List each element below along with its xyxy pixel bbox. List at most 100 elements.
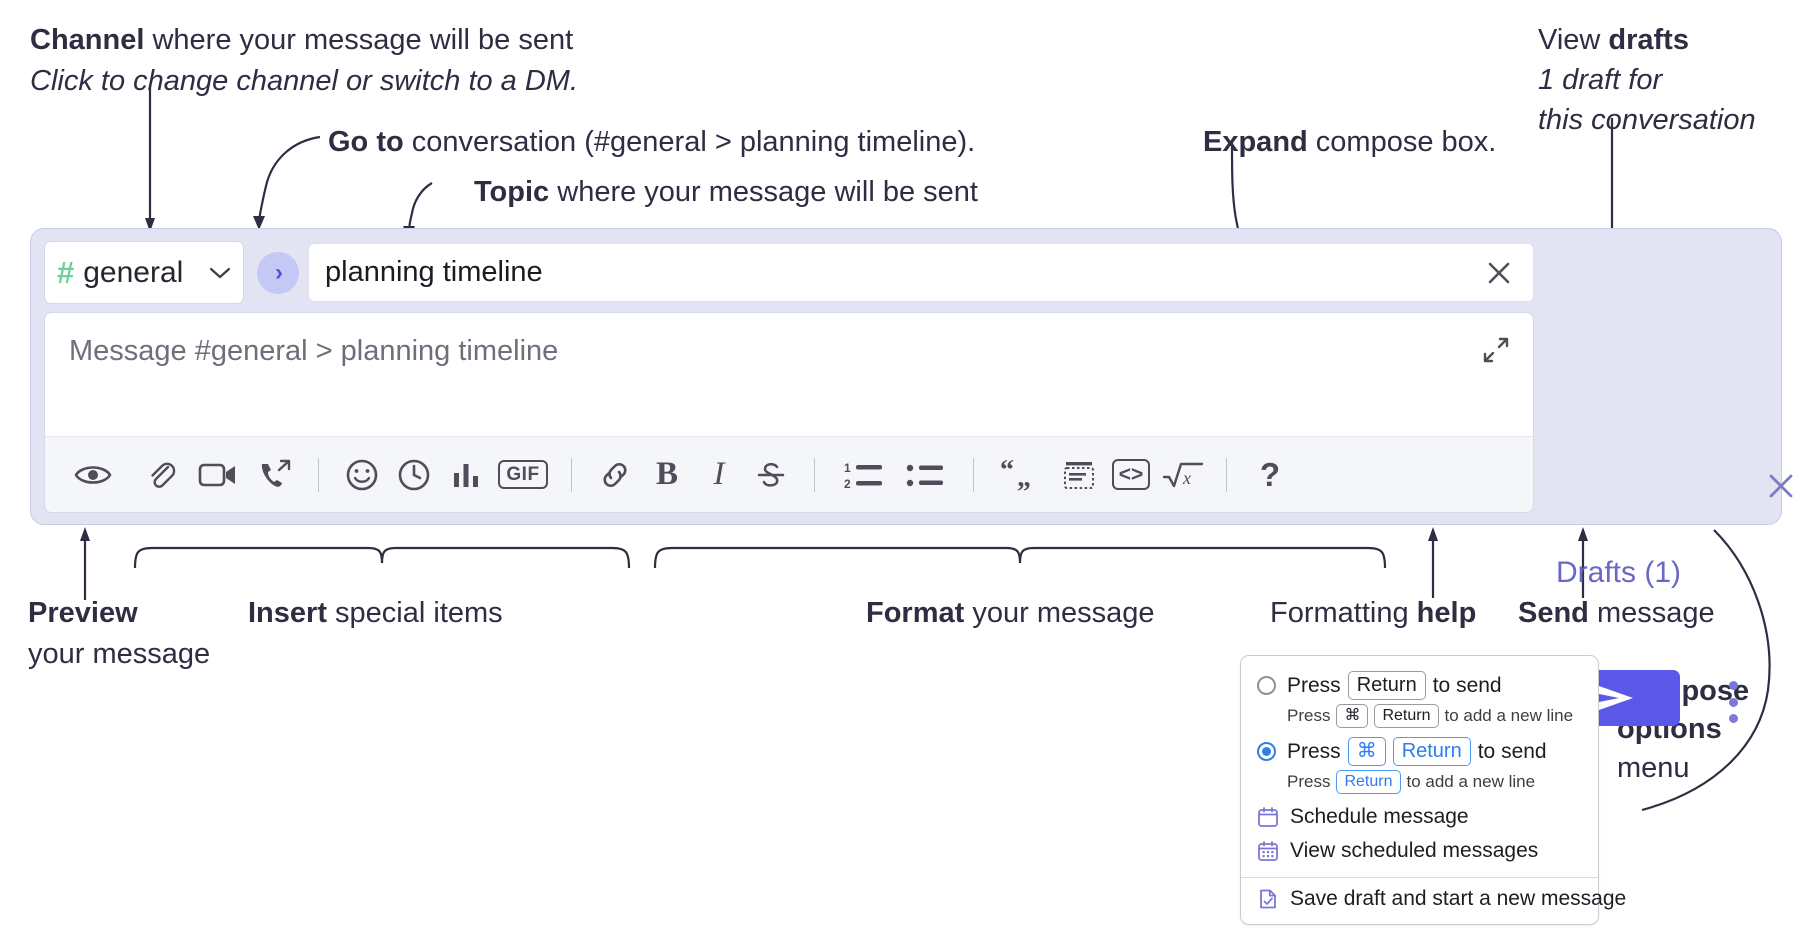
- toolbar-divider: [814, 457, 815, 492]
- kebab-dot: [1728, 714, 1738, 723]
- ordered-list-icon[interactable]: 1 2: [832, 449, 894, 501]
- goto-conversation-button[interactable]: ›: [257, 251, 299, 294]
- annotation-goto-bold: Go to: [328, 126, 404, 158]
- menu-divider: [1241, 877, 1598, 878]
- annotation-format: Format your message: [866, 595, 1155, 632]
- svg-text:1: 1: [844, 461, 851, 475]
- annotation-channel-italic: Click to change channel or switch to a D…: [30, 65, 579, 98]
- strikethrough-icon[interactable]: [745, 449, 797, 501]
- annotation-drafts-line2: 1 draft for: [1538, 64, 1663, 97]
- option-text: to send: [1432, 673, 1502, 697]
- key-command: ⌘: [1336, 704, 1369, 728]
- kebab-dot: [1728, 697, 1738, 707]
- preview-icon[interactable]: [67, 449, 119, 501]
- annotation-drafts-lead: View: [1538, 24, 1609, 56]
- radio-selected[interactable]: [1257, 742, 1276, 761]
- annotation-drafts: View drafts 1 draft for this conversatio…: [1538, 22, 1756, 139]
- toolbar-divider: [571, 457, 572, 492]
- svg-text:x: x: [1182, 468, 1191, 488]
- key-return: Return: [1347, 671, 1426, 700]
- annotation-topic-rest: where your message will be sent: [549, 176, 978, 208]
- code-block-icon[interactable]: [1053, 449, 1105, 501]
- key-return: Return: [1392, 737, 1471, 766]
- compose-options-menu-button[interactable]: [1719, 681, 1747, 723]
- link-icon[interactable]: [589, 449, 641, 501]
- close-icon[interactable]: [1479, 253, 1519, 293]
- key-return: Return: [1336, 770, 1401, 794]
- annotation-channel-bold: Channel: [30, 24, 145, 56]
- chevron-right-icon: ›: [275, 258, 283, 286]
- code-icon[interactable]: <>: [1105, 449, 1157, 501]
- annotation-drafts-bold: drafts: [1608, 24, 1689, 56]
- blockquote-icon[interactable]: “ „: [991, 449, 1053, 501]
- option-text: Press: [1287, 739, 1341, 763]
- compose-box: # general › planning timeline Message #g…: [30, 228, 1793, 726]
- svg-text:2: 2: [844, 477, 851, 491]
- menu-item-label: Schedule message: [1290, 805, 1469, 828]
- call-icon[interactable]: [249, 449, 301, 501]
- annotation-help-lead: Formatting: [1270, 597, 1417, 629]
- math-icon[interactable]: x: [1157, 449, 1209, 501]
- option-text: to send: [1477, 739, 1547, 763]
- message-input-area[interactable]: Message #general > planning timeline: [44, 312, 1534, 513]
- menu-item-view-scheduled-messages[interactable]: View scheduled messages: [1241, 834, 1598, 868]
- option-sub-text: to add a new line: [1444, 706, 1574, 725]
- calendar-icon: [1257, 806, 1279, 828]
- video-icon[interactable]: [187, 449, 249, 501]
- topic-value: planning timeline: [325, 256, 543, 288]
- option-text: Press: [1287, 673, 1341, 697]
- annotation-format-rest: your message: [964, 597, 1155, 629]
- option-sub-text: to add a new line: [1406, 772, 1536, 791]
- toolbar-divider: [318, 457, 319, 492]
- bold-icon[interactable]: B: [641, 449, 693, 501]
- menu-item-schedule-message[interactable]: Schedule message: [1241, 800, 1598, 834]
- annotation-channel: Channel where your message will be sent …: [30, 22, 578, 100]
- drafts-link[interactable]: Drafts (1): [1556, 556, 1682, 589]
- channel-selector[interactable]: # general: [44, 241, 244, 304]
- formatting-toolbar: GIF B I: [45, 436, 1533, 512]
- annotation-expand-bold: Expand: [1203, 126, 1308, 158]
- help-icon[interactable]: ?: [1244, 449, 1296, 501]
- key-command: ⌘: [1347, 737, 1386, 766]
- annotation-send-rest: message: [1588, 597, 1715, 629]
- compose-header-row: # general › planning timeline: [44, 241, 1534, 304]
- annotation-expand: Expand compose box.: [1203, 124, 1496, 161]
- topic-input[interactable]: planning timeline: [308, 243, 1534, 302]
- expand-icon[interactable]: [1477, 331, 1515, 369]
- clock-icon[interactable]: [388, 449, 440, 501]
- poll-icon[interactable]: [440, 449, 492, 501]
- key-return: Return: [1374, 704, 1439, 728]
- compose-inner: # general › planning timeline Message #g…: [44, 241, 1534, 513]
- option-sub-newline: Press Return to add a new line: [1241, 769, 1598, 800]
- attachment-icon[interactable]: [135, 449, 187, 501]
- annotation-help-bold: help: [1416, 597, 1477, 629]
- menu-item-save-draft[interactable]: Save draft and start a new message: [1241, 882, 1626, 916]
- gif-icon[interactable]: GIF: [492, 449, 554, 501]
- annotation-preview: Preview your message: [28, 595, 210, 673]
- option-sub-text: Press: [1287, 772, 1331, 791]
- italic-label: I: [713, 456, 725, 492]
- annotation-send: Send message: [1518, 595, 1715, 632]
- annotation-goto: Go to conversation (#general > planning …: [328, 124, 975, 161]
- close-compose-icon[interactable]: [1760, 465, 1802, 507]
- radio-unselected[interactable]: [1257, 676, 1276, 695]
- help-label: ?: [1259, 456, 1281, 493]
- annotation-channel-rest: where your message will be sent: [144, 24, 574, 56]
- option-label: Press ⌘ Return to send: [1287, 737, 1547, 766]
- annotation-drafts-line3: this conversation: [1538, 104, 1756, 137]
- gif-label: GIF: [498, 460, 548, 489]
- option-press-cmd-return-to-send[interactable]: Press ⌘ Return to send: [1241, 734, 1598, 769]
- emoji-icon[interactable]: [336, 449, 388, 501]
- option-press-return-to-send[interactable]: Press Return to send: [1241, 668, 1598, 703]
- toolbar-divider: [1226, 457, 1227, 492]
- option-sub-newline: Press ⌘ Return to add a new line: [1241, 703, 1598, 734]
- annotation-goto-rest: conversation (#general > planning timeli…: [403, 126, 976, 158]
- menu-item-label: View scheduled messages: [1290, 839, 1539, 862]
- italic-icon[interactable]: I: [693, 449, 745, 501]
- annotation-send-bold: Send: [1518, 597, 1589, 629]
- annotation-format-bold: Format: [866, 597, 965, 629]
- compose-options-menu: Press Return to send Press ⌘ Return to a…: [1240, 655, 1626, 925]
- option-sub-text: Press: [1287, 706, 1331, 725]
- svg-text:“: “: [1000, 459, 1014, 486]
- bulleted-list-icon[interactable]: [894, 449, 956, 501]
